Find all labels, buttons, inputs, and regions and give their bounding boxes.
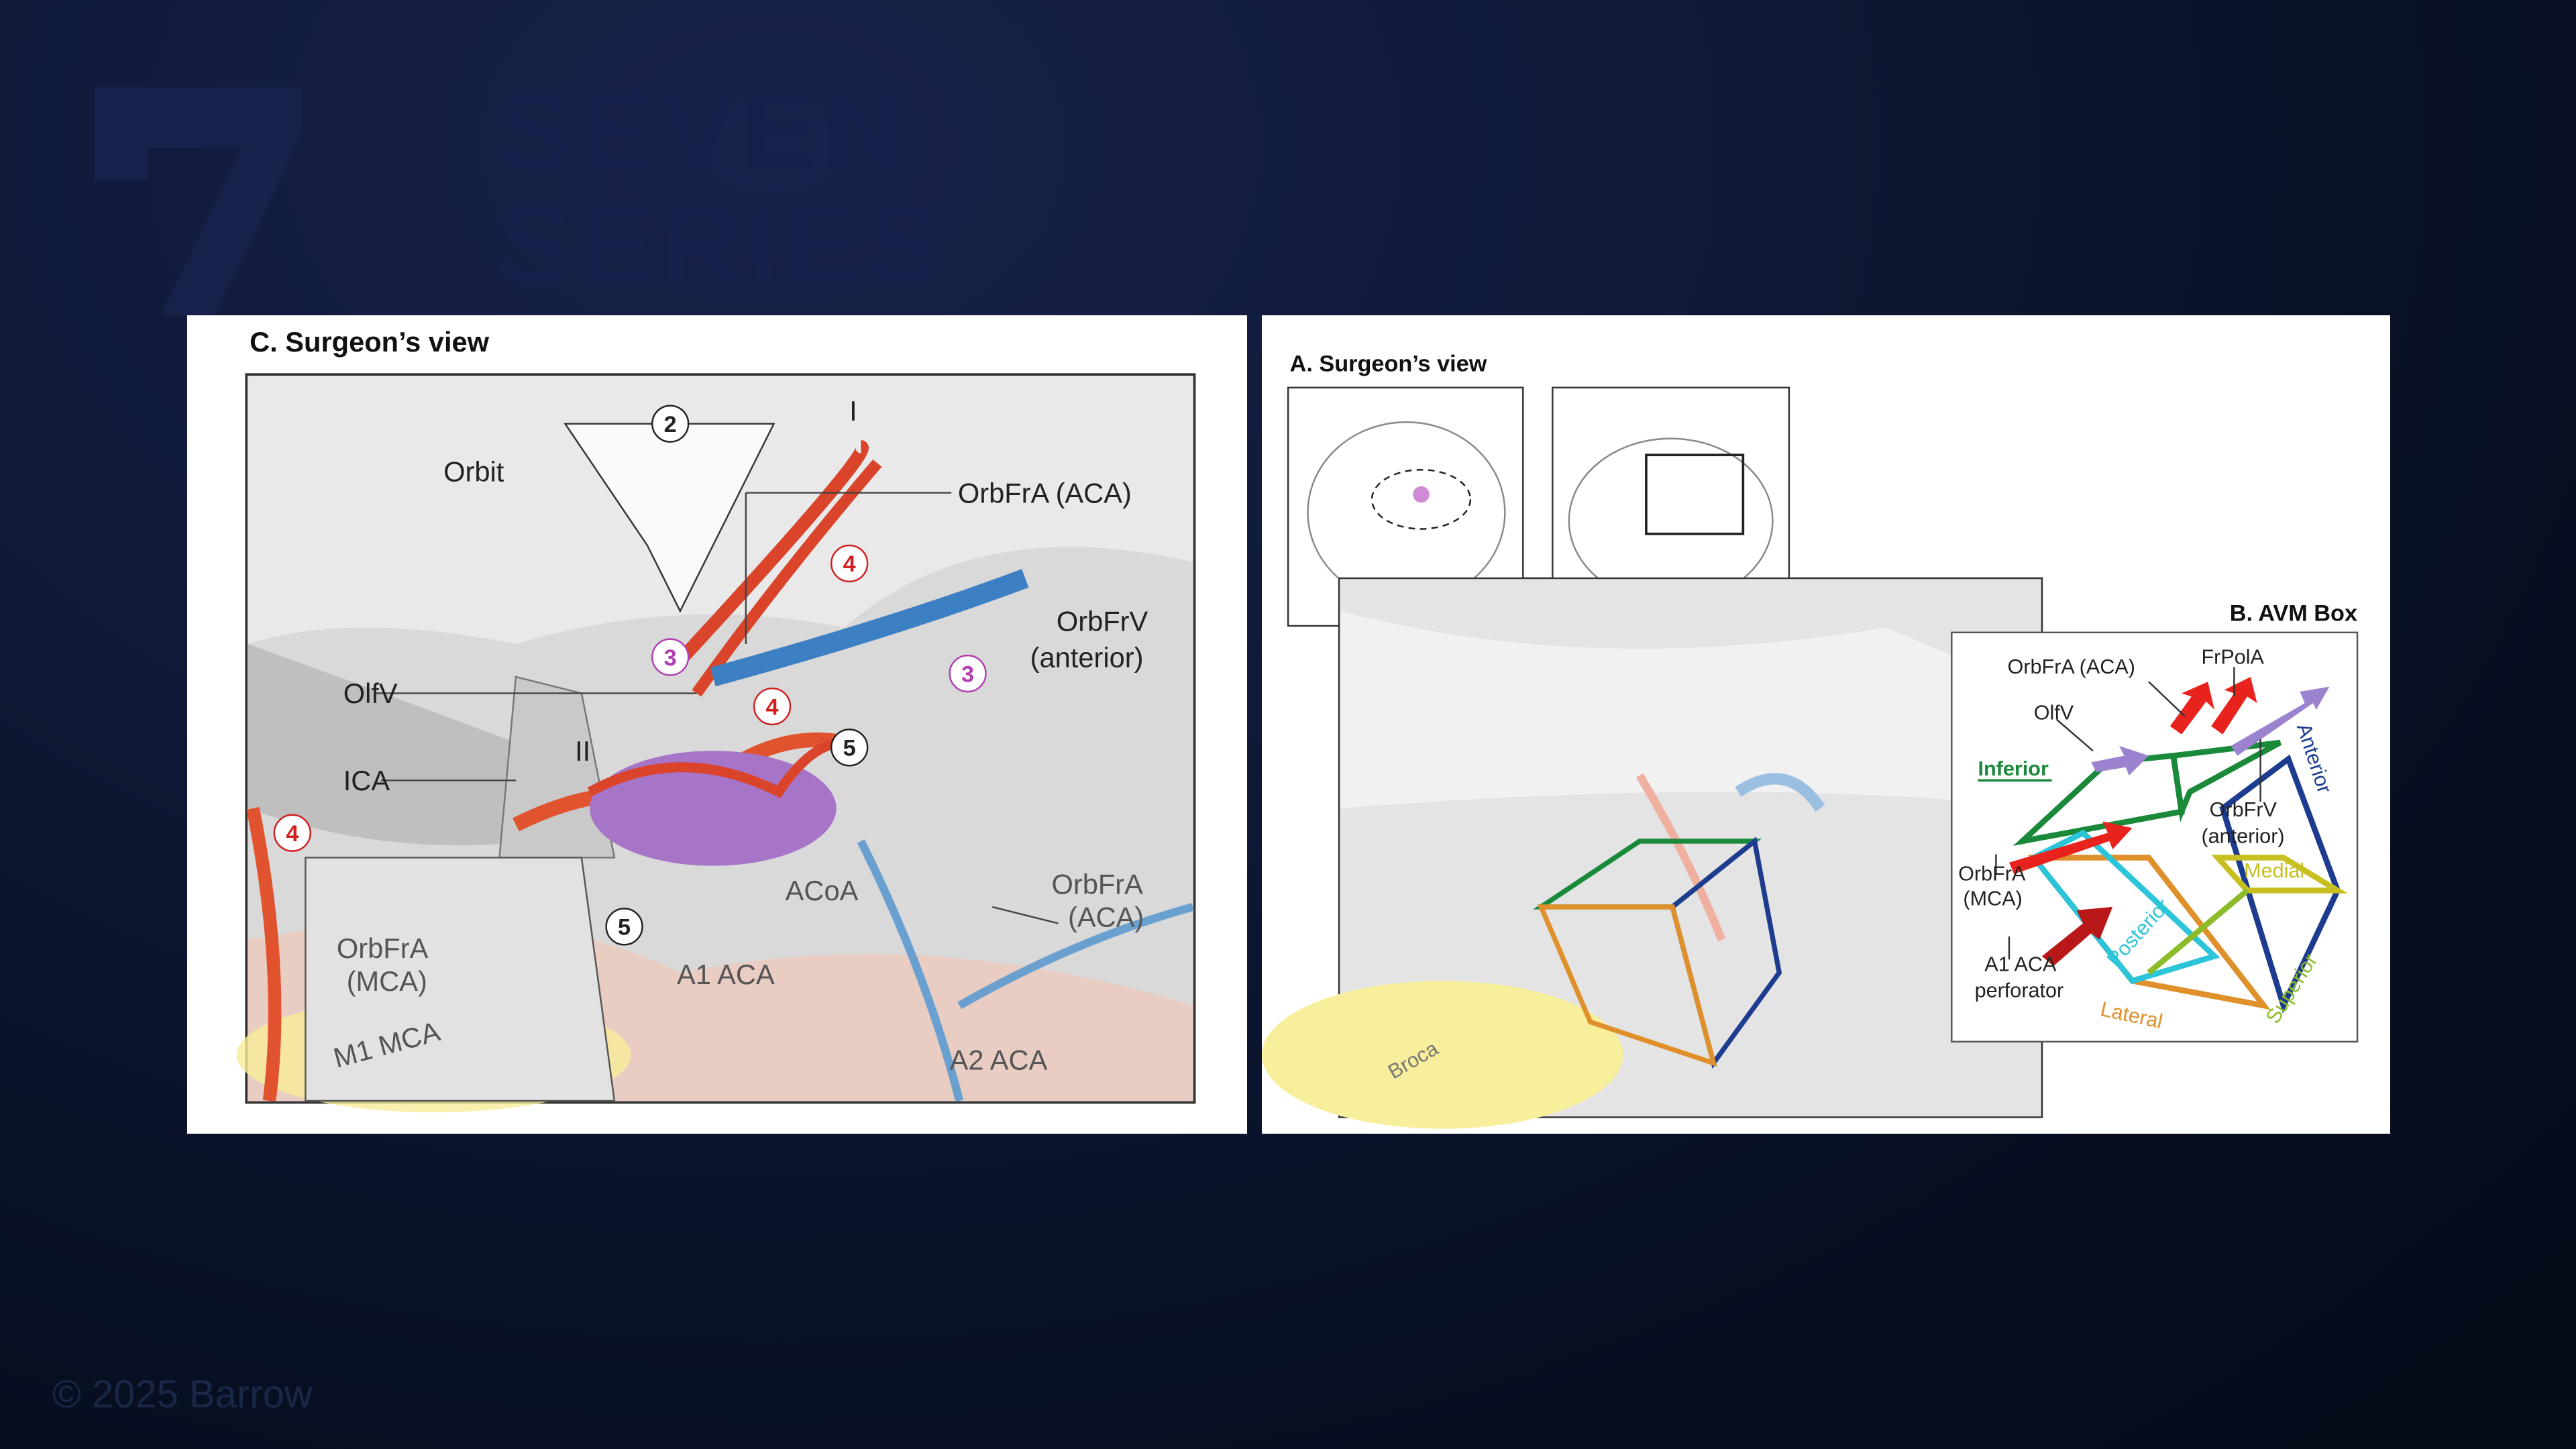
marker-3-label: 3	[961, 661, 974, 687]
watermark-line2: SERIES	[496, 181, 947, 309]
watermark-line1: SEVEN	[496, 67, 910, 195]
label-orbfrv-sub: (anterior)	[2201, 824, 2284, 847]
marker-5-label: 5	[618, 915, 631, 941]
marker-4-label: 4	[766, 694, 779, 720]
label-orbfra-mca-sub: (MCA)	[347, 965, 427, 997]
label-orbfra-aca: OrbFrA (ACA)	[2008, 655, 2135, 678]
figure-a-title: A. Surgeon’s view	[1290, 351, 1487, 376]
marker-4	[830, 544, 869, 583]
marker-4-label: 4	[843, 551, 856, 577]
label-a1-aca: A1 ACA	[1984, 953, 2057, 975]
label-a2-aca: A2 ACA	[950, 1044, 1048, 1075]
marker-5	[830, 729, 869, 767]
label-orbfra-mca-sub: (MCA)	[1963, 887, 2022, 910]
marker-3-label: 3	[664, 645, 677, 671]
label-orbfrv-sub: (anterior)	[1030, 641, 1144, 673]
label-orbfrv: OrbFrV	[1057, 605, 1148, 637]
label-olfv: OlfV	[2034, 702, 2074, 724]
marker-4	[753, 687, 792, 726]
marker-3	[651, 638, 690, 676]
avm-box-cube	[2012, 739, 2348, 1014]
label-frpola: FrPolA	[2201, 645, 2264, 668]
label-medial: Medial	[2244, 859, 2304, 882]
label-a1-aca-sub: perforator	[1975, 979, 2064, 1002]
label-olfv: OlfV	[343, 678, 398, 709]
label-orbfra-mca: OrbFrA	[337, 932, 429, 964]
label-nerve-ii: II	[575, 735, 590, 767]
marker-3	[949, 654, 987, 693]
label-nerve-i: I	[849, 395, 857, 427]
label-orbfrv: OrbFrV	[2210, 798, 2277, 821]
surgeons-view-illustration-a-b: A. Surgeon’s view B. AVM Box OrbFrA (ACA…	[1262, 315, 2390, 1134]
marker-5	[605, 908, 643, 946]
label-orbfra-aca-right-sub: (ACA)	[1068, 901, 1144, 932]
figure-b-title: B. AVM Box	[2230, 601, 2357, 627]
seven-logo-icon	[94, 87, 302, 315]
watermark-logo: SEVEN SERIES	[80, 47, 953, 315]
copyright-text: © 2025 Barrow	[52, 1373, 313, 1416]
marker-4-label: 4	[286, 821, 299, 847]
marker-2	[651, 405, 690, 443]
label-orbit: Orbit	[443, 455, 504, 487]
surgeons-view-illustration-c: C. Surgeon’s view Orbit I II OrbFrA (ACA…	[187, 315, 1247, 1134]
label-orbfra-aca-top: OrbFrA (ACA)	[958, 477, 1132, 508]
label-acoa: ACoA	[786, 875, 859, 906]
marker-4	[273, 814, 311, 852]
figure-title: C. Surgeon’s view	[250, 326, 490, 358]
label-orbfra-mca: OrbFrA	[1958, 863, 2026, 885]
marker-2-label: 2	[664, 412, 677, 437]
marker-5-label: 5	[843, 736, 856, 761]
label-orbfra-aca-right: OrbFrA	[1051, 868, 1143, 900]
label-ica: ICA	[343, 765, 390, 796]
label-inferior: Inferior	[1978, 757, 2049, 780]
label-a1-aca: A1 ACA	[677, 959, 775, 990]
